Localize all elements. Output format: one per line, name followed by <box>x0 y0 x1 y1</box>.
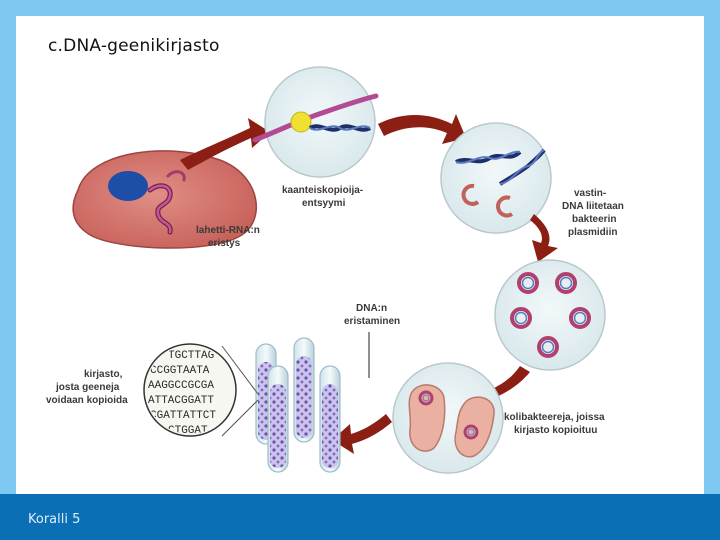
footer-bar <box>0 494 720 540</box>
sequence-line: ATTACGGATT <box>148 395 214 407</box>
arrow-to-insertion <box>378 114 466 144</box>
label-insertion: vastin- DNA liitetaan bakteerin plasmidi… <box>562 188 624 238</box>
nucleus <box>108 171 148 201</box>
svg-text:eristys: eristys <box>208 238 241 249</box>
plasmid <box>537 336 559 358</box>
sequence-line: CGATTATTCT <box>150 410 216 422</box>
test-tube <box>319 365 341 473</box>
sequence-line: CTGGAT <box>168 425 208 437</box>
plasmids-circle <box>494 259 606 371</box>
plasmid <box>510 307 532 329</box>
svg-text:lahetti-RNA:n: lahetti-RNA:n <box>196 225 260 236</box>
cell-illustration <box>72 150 257 249</box>
plasmid <box>555 272 577 294</box>
reverse-transcription-circle <box>252 66 379 178</box>
svg-text:DNA liitetaan: DNA liitetaan <box>562 201 624 212</box>
svg-text:kirjasto,: kirjasto, <box>84 369 123 380</box>
svg-text:kolibakteereja, joissa: kolibakteereja, joissa <box>504 412 605 423</box>
enzyme-dot <box>290 111 312 133</box>
svg-text:plasmidiin: plasmidiin <box>568 227 617 238</box>
slide-title: c.DNA-geenikirjasto <box>48 36 220 56</box>
test-tube <box>293 337 315 443</box>
svg-text:eristaminen: eristaminen <box>344 316 400 327</box>
footer-label: Koralli 5 <box>28 512 81 527</box>
label-isolation: lahetti-RNA:n eristys <box>196 225 260 249</box>
cdna-strands-circle <box>440 122 552 234</box>
label-dna-isolation: DNA:n eristaminen <box>344 303 400 327</box>
sequence-line: CCGGTAATA <box>150 365 210 377</box>
arrow-to-plasmids <box>530 214 558 262</box>
svg-text:kirjasto kopioituu: kirjasto kopioituu <box>514 425 597 436</box>
test-tube <box>267 365 289 473</box>
svg-text:voidaan kopioida: voidaan kopioida <box>46 395 128 406</box>
plasmid <box>517 272 539 294</box>
svg-text:DNA:n: DNA:n <box>356 303 387 314</box>
sequence-magnifier: TGCTTAG CCGGTAATA AAGGCCGCGA ATTACGGATT … <box>143 343 259 437</box>
bacterium <box>408 384 446 452</box>
label-bacteria: kolibakteereja, joissa kirjasto kopioitu… <box>504 412 605 436</box>
plasmid <box>569 307 591 329</box>
sequence-line: TGCTTAG <box>168 350 214 362</box>
sequence-line: AAGGCCGCGA <box>148 380 214 392</box>
bacteria-circle <box>392 362 504 474</box>
svg-text:bakteerin: bakteerin <box>572 214 616 225</box>
svg-text:josta geeneja: josta geeneja <box>55 382 120 393</box>
arrow-to-library <box>332 414 392 454</box>
svg-text:kaanteiskopioija-: kaanteiskopioija- <box>282 185 363 196</box>
svg-text:vastin-: vastin- <box>574 188 606 199</box>
label-reverse-transcriptase: kaanteiskopioija- entsyymi <box>282 185 363 209</box>
test-tubes <box>255 337 341 473</box>
arrow-to-transcription <box>180 118 270 170</box>
svg-text:entsyymi: entsyymi <box>302 198 346 209</box>
label-library: kirjasto, josta geeneja voidaan kopioida <box>46 369 128 406</box>
